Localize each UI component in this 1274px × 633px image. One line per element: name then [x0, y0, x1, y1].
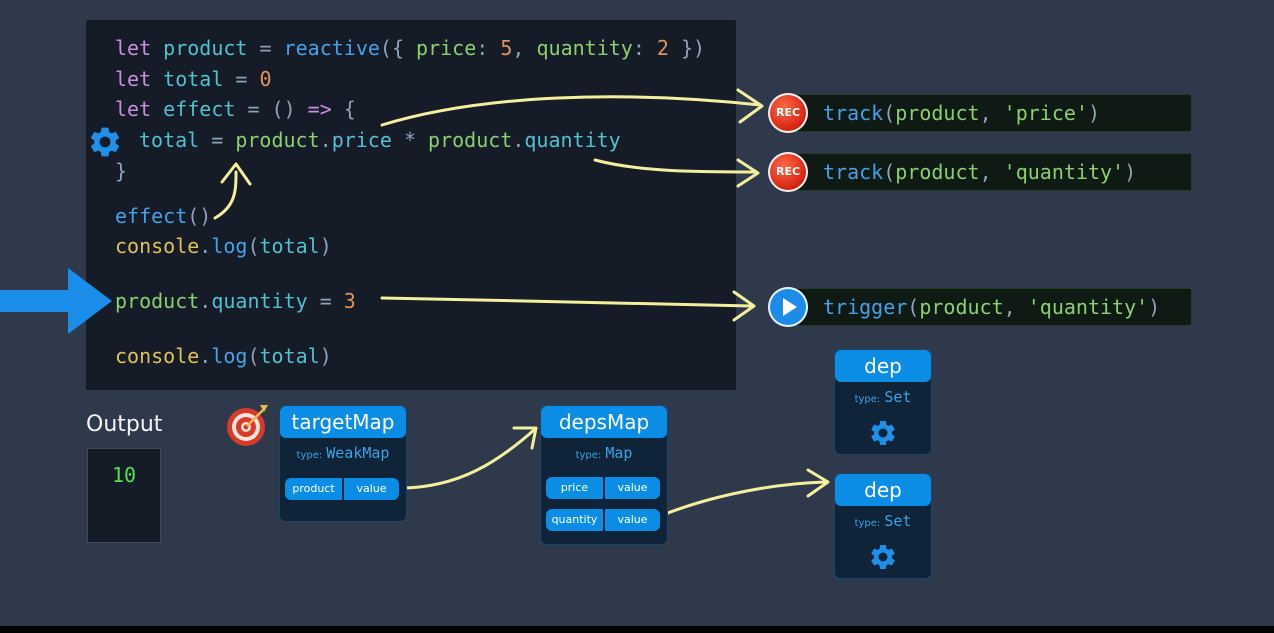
arrow-targetmap-to-depsmap [398, 428, 536, 490]
code-line-4: total = product.price * product.quantity [139, 128, 621, 152]
rec-badge: REC [768, 152, 808, 192]
targetmap-card: targetMap type:WeakMap product value [279, 405, 407, 522]
depsmap-value-cell: value [605, 509, 660, 531]
output-console: 10 [87, 448, 161, 543]
arrowhead-targetmap-to-depsmap [512, 426, 538, 450]
dep-type: type:Set [854, 388, 912, 406]
code-line-1: let product = reactive({ price: 5, quant… [115, 36, 706, 60]
target-icon [227, 405, 268, 446]
depsmap-value-cell: value [605, 477, 660, 499]
output-label: Output [86, 412, 163, 437]
depsmap-card: depsMap type:Map price value quantity va… [540, 405, 668, 545]
gear-icon [871, 544, 895, 569]
depsmap-type: type:Map [575, 444, 633, 462]
track-quantity-call: track(product, 'quantity') [790, 153, 1192, 191]
output-value: 10 [112, 463, 137, 487]
code-line-5: } [115, 159, 128, 183]
targetmap-key-cell: product [285, 478, 342, 500]
depsmap-key-cell: price [546, 477, 603, 499]
dep-card: dep type:Set [834, 349, 932, 455]
code-line-7: console.log(total) [115, 234, 332, 258]
depsmap-key-cell: quantity [546, 509, 603, 531]
track-price-call: track(product, 'price') [790, 94, 1192, 132]
arrowhead-trigger [732, 290, 756, 322]
code-panel: let product = reactive({ price: 5, quant… [86, 20, 736, 390]
dep-card: dep type:Set [834, 473, 932, 579]
play-icon [768, 287, 808, 327]
dep-title: dep [835, 474, 931, 506]
dep-type: type:Set [854, 512, 912, 530]
arrowhead-track-quantity [736, 158, 760, 188]
targetmap-type: type:WeakMap [296, 444, 390, 462]
blue-arrow-icon [0, 268, 112, 334]
dep-title: dep [835, 350, 931, 382]
trigger-quantity-call: trigger(product, 'quantity') [790, 288, 1192, 326]
code-line-8: product.quantity = 3 [115, 289, 356, 313]
rec-badge: REC [768, 93, 808, 133]
depsmap-title: depsMap [541, 406, 667, 438]
arrowhead-depsmap-to-dep [806, 468, 830, 498]
arrowhead-track-price [736, 88, 764, 124]
bottom-bar [0, 626, 1274, 633]
gear-icon [871, 420, 895, 445]
targetmap-title: targetMap [280, 406, 406, 438]
code-line-9: console.log(total) [115, 344, 332, 368]
arrow-depsmap-to-dep [658, 480, 828, 518]
code-line-3: let effect = () => { [115, 97, 356, 121]
code-line-2: let total = 0 [115, 67, 272, 91]
code-line-6: effect() [115, 204, 212, 228]
gear-icon [90, 127, 120, 157]
targetmap-value-cell: value [344, 478, 399, 500]
